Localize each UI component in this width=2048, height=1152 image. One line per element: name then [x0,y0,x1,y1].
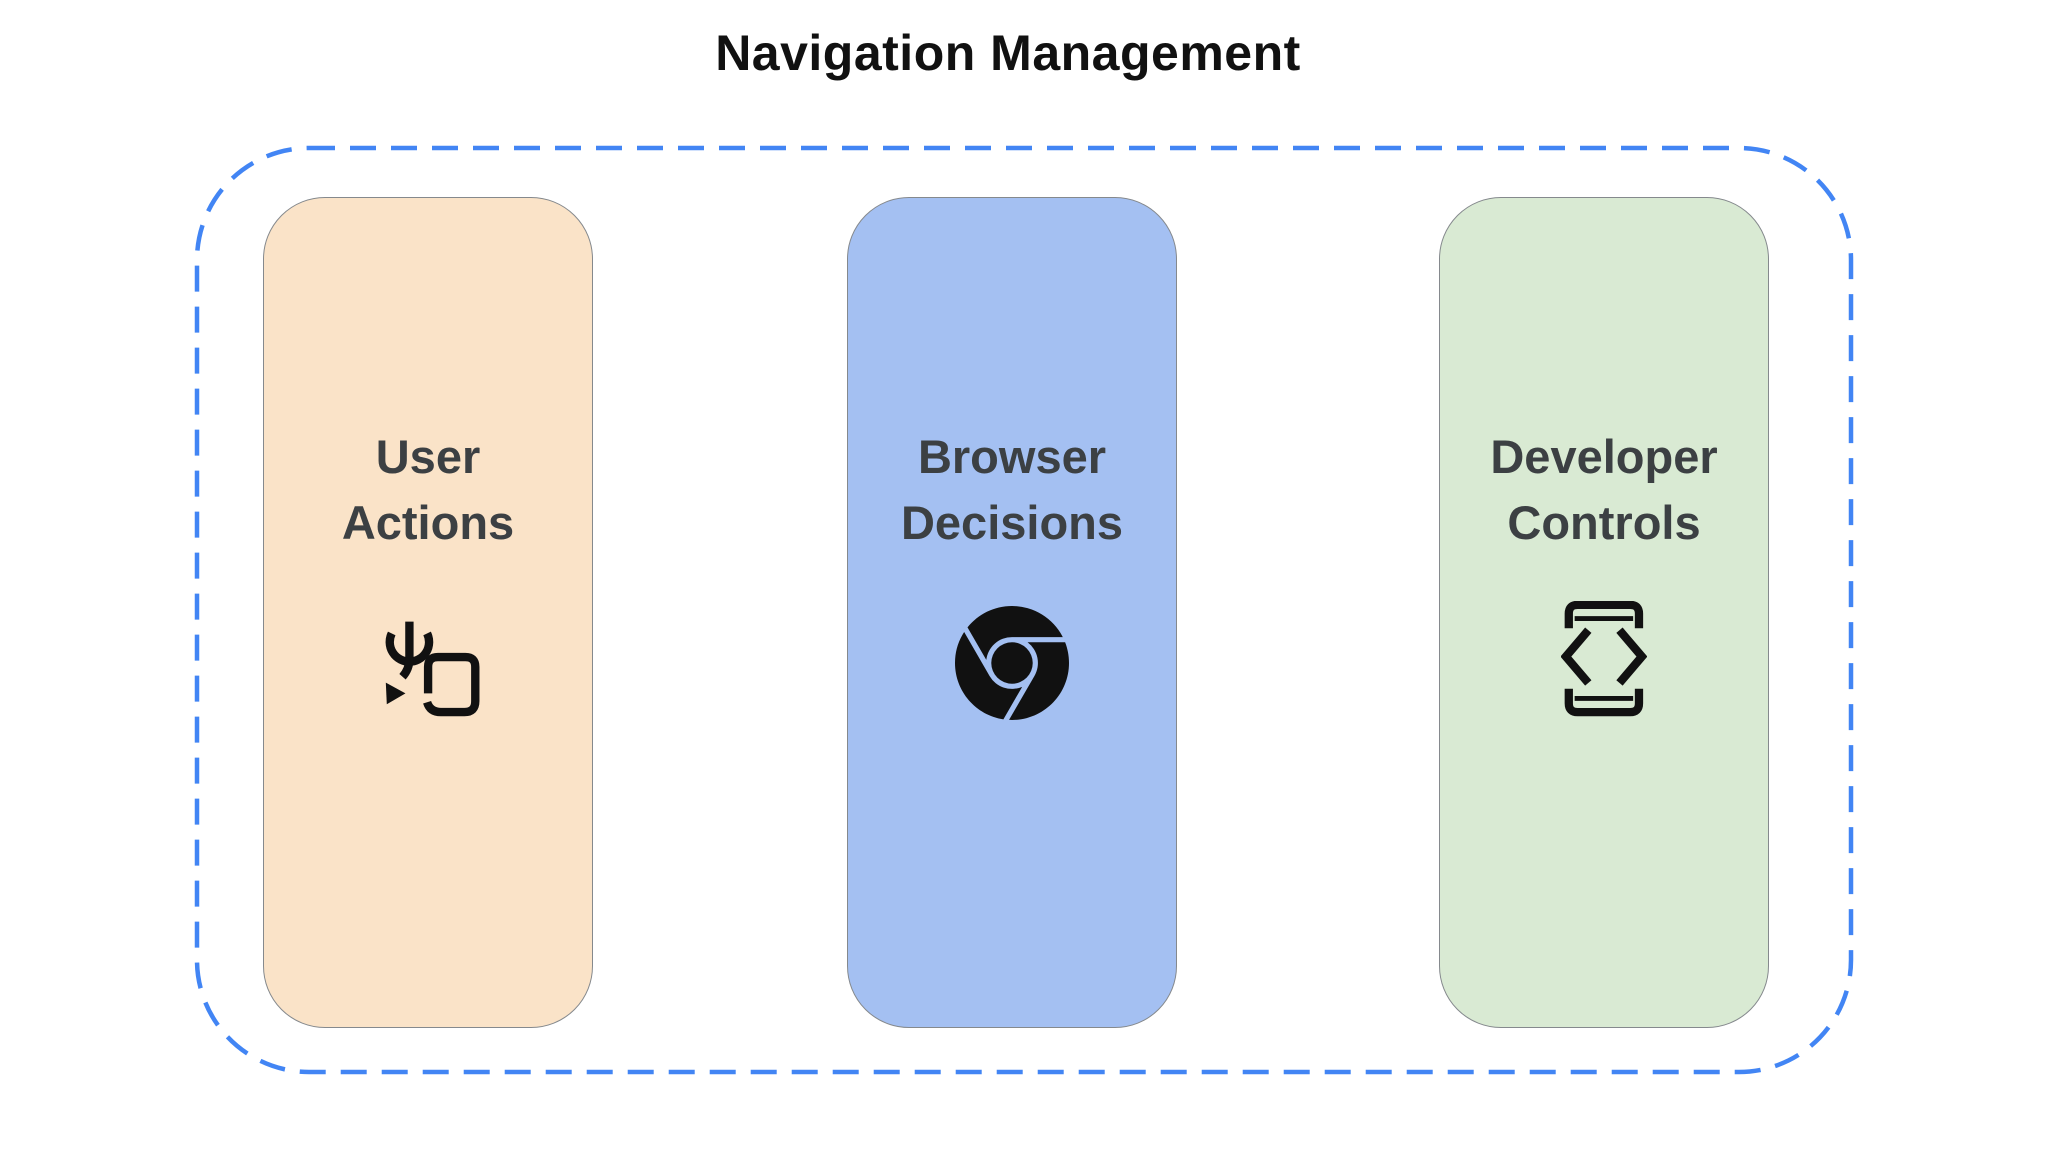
card-label: Developer Controls [1490,430,1718,549]
touch-gesture-icon [386,621,480,717]
card-label: Browser Decisions [900,430,1124,549]
developer-mode-icon [1561,601,1647,717]
dashed-border [194,145,1854,1075]
card-browser-decisions: Browser Decisions [847,197,1177,1028]
dashed-container: User Actions Browser Decisions Developer… [194,145,1854,1075]
diagram-title: Navigation Management [715,25,1301,81]
card-developer-controls: Developer Controls [1439,197,1769,1028]
dashed-border-rect [194,145,1854,1075]
card-user-actions: User Actions [263,197,593,1028]
card-label: User Actions [341,430,515,549]
chrome-logo-icon [955,606,1069,720]
